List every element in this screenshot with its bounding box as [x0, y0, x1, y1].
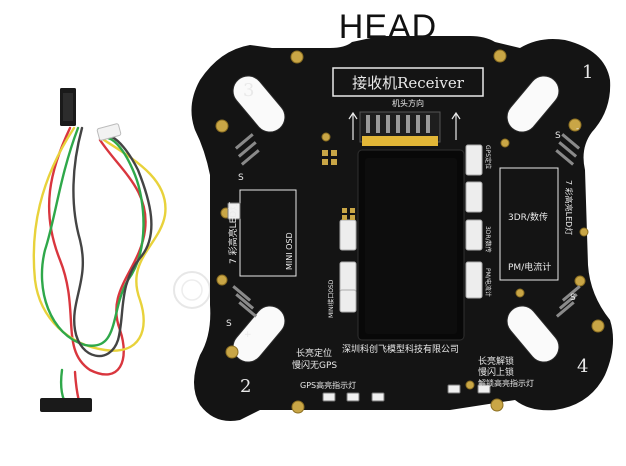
- telemetry-small-label: 3DR/数传: [484, 226, 492, 253]
- gps-led-line-1: 长亮定位: [296, 347, 332, 359]
- receiver-box: [332, 67, 484, 97]
- telemetry-label: 3DR/数传: [508, 211, 548, 223]
- watermark-seal: [173, 271, 211, 309]
- gps-label: GPS定位: [484, 145, 492, 169]
- jst-ports-left: [339, 219, 357, 313]
- s-mark-3: S: [226, 319, 232, 329]
- plus-mark: +: [244, 330, 252, 340]
- s-mark-2: S: [238, 173, 244, 183]
- solder-pads: [322, 150, 355, 220]
- receiver-pin-header: [359, 111, 441, 146]
- company-label: 深圳科创飞模型科技有限公司: [342, 343, 459, 355]
- arm-number-4: 4: [577, 356, 588, 377]
- right-led-label: 7 彩高亮LED灯: [564, 180, 574, 235]
- arm-number-3: 3: [243, 80, 254, 101]
- jst-ports-right: [465, 144, 483, 299]
- led-indicators: [227, 202, 491, 402]
- telemetry-box: [499, 167, 559, 281]
- direction-arrows: [348, 111, 461, 140]
- pm-small-label: PM/电流计: [484, 268, 492, 297]
- left-led-label: 7 彩高亮LED灯: [227, 202, 239, 264]
- mini-osd-port-label: MINI接口OSD: [327, 279, 335, 318]
- pm-label: PM/电流计: [508, 261, 551, 273]
- motor-pin-headers: [232, 133, 581, 318]
- arm-led-line-3: 解锁高亮指示灯: [478, 378, 534, 388]
- arm-led-line-1: 长亮解锁: [478, 355, 514, 367]
- gps-led-line-3: GPS高亮指示灯: [300, 380, 356, 390]
- s-mark-4: S: [570, 293, 576, 303]
- mini-osd-box: [239, 189, 297, 277]
- arm-led-line-2: 慢闪上锁: [478, 366, 514, 378]
- wire-harness: [32, 126, 167, 407]
- arm-number-1: 1: [582, 62, 593, 83]
- arm-number-2: 2: [240, 376, 251, 397]
- connector-board-side: [96, 123, 122, 141]
- minus-mark: -: [576, 124, 579, 134]
- receiver-label: 接收机Receiver: [352, 74, 465, 92]
- connector-bottom: [40, 398, 92, 412]
- gold-mounting-pads: [215, 49, 605, 414]
- mini-osd-label: MINI OSD: [285, 232, 294, 270]
- s-mark-1: S: [555, 131, 561, 141]
- mounting-slots: [232, 75, 560, 363]
- direction-label: 机头方向: [392, 98, 424, 108]
- gps-led-line-2: 慢闪无GPS: [292, 359, 337, 371]
